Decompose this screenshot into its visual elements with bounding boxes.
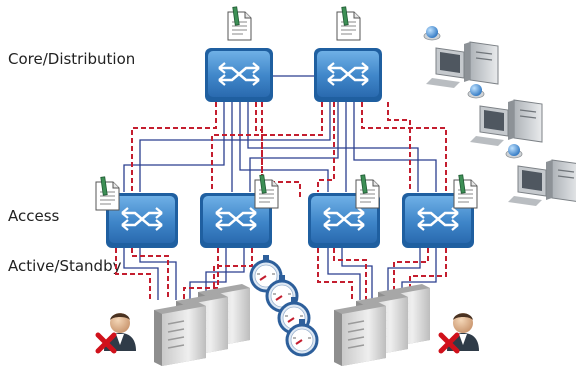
core-switch-right [314, 48, 382, 102]
config-document-icon [227, 6, 252, 41]
dashed-links [115, 102, 447, 300]
core-switch-left [205, 48, 273, 102]
workstation-icon [467, 83, 543, 147]
access-label: Access [8, 207, 60, 225]
solid-links [123, 75, 437, 300]
config-document-icon [355, 174, 380, 209]
user-right [441, 313, 479, 351]
workstation-icon [505, 143, 576, 207]
user-left [98, 313, 136, 351]
access-switch-1 [106, 193, 178, 248]
config-document-icon [336, 6, 361, 41]
config-document-icon [254, 174, 279, 209]
server-stack-right [333, 283, 431, 367]
active-standby-label: Active/Standby [8, 257, 122, 275]
core-distribution-label: Core/Distribution [8, 50, 136, 68]
config-document-icon [453, 174, 478, 209]
server-rack-icon [153, 301, 207, 367]
server-rack-icon [333, 301, 387, 367]
stopwatches [249, 253, 319, 357]
access-switch-2 [200, 193, 272, 248]
config-document-icon [95, 176, 120, 211]
workstation-icon [423, 25, 499, 89]
